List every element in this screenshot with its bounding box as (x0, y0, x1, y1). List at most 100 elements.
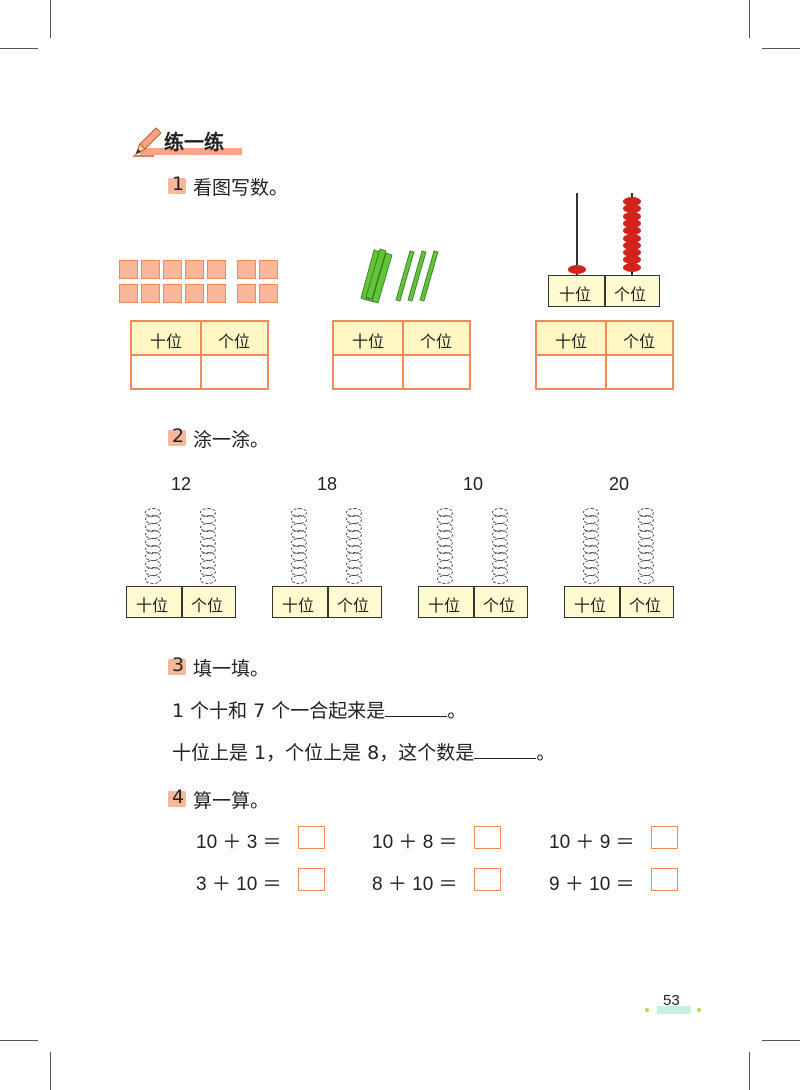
dotted-bead[interactable] (437, 574, 453, 584)
coloring-abacus[interactable]: 12 十位 个位 (126, 472, 236, 618)
answer-box[interactable] (474, 868, 501, 891)
bead (568, 265, 586, 274)
ones-answer-cell[interactable] (404, 356, 471, 388)
question-text: 填一填。 (193, 658, 270, 680)
crop-mark (762, 48, 800, 49)
fill-text-end: 。 (447, 700, 467, 722)
target-number: 20 (609, 474, 630, 494)
dotted-bead-column[interactable] (346, 508, 362, 588)
answer-box[interactable] (298, 868, 325, 891)
answer-blank[interactable] (385, 698, 448, 717)
ones-label: 个位 (483, 596, 516, 615)
ones-answer-cell[interactable] (202, 356, 269, 388)
equation: 9 ＋ 10 ＝ (549, 874, 635, 895)
ones-label: 个位 (629, 596, 662, 615)
place-value-table: 十位 个位 (332, 320, 471, 390)
answer-box[interactable] (651, 826, 678, 849)
question-number: 2 (167, 425, 187, 447)
ones-label: 个位 (218, 332, 251, 351)
tens-label: 十位 (136, 596, 169, 615)
crop-mark (0, 1040, 38, 1041)
dotted-bead-column[interactable] (437, 508, 453, 588)
bead (623, 211, 641, 221)
fill-text: 十位上是 1，个位上是 8，这个数是 (172, 742, 475, 764)
ones-label: 个位 (614, 285, 647, 304)
target-number: 18 (317, 474, 338, 494)
question-text: 涂一涂。 (193, 429, 270, 451)
answer-blank[interactable] (474, 740, 537, 759)
tens-label: 十位 (574, 596, 607, 615)
fill-text: 1 个十和 7 个一合起来是 (172, 700, 386, 722)
dotted-bead[interactable] (291, 574, 307, 584)
pencil-icon (133, 127, 162, 157)
ones-label: 个位 (420, 332, 453, 351)
fill-line-2: 十位上是 1，个位上是 8，这个数是 。 (172, 738, 555, 765)
question-text: 算一算。 (193, 790, 270, 812)
page-number: 53 (663, 992, 680, 1009)
equation: 10 ＋ 3 ＝ (196, 832, 282, 853)
dotted-bead[interactable] (492, 574, 508, 584)
crop-mark (50, 0, 51, 38)
dotted-bead[interactable] (200, 574, 216, 584)
equation: 10 ＋ 9 ＝ (549, 832, 635, 853)
coloring-abacus[interactable]: 20 十位 个位 (564, 472, 674, 618)
tens-answer-cell[interactable] (334, 356, 402, 388)
equation: 8 ＋ 10 ＝ (372, 874, 458, 895)
dotted-bead-column[interactable] (492, 508, 508, 588)
bead (623, 204, 641, 214)
ones-label: 个位 (623, 332, 656, 351)
answer-box[interactable] (651, 868, 678, 891)
tens-answer-cell[interactable] (132, 356, 200, 388)
dotted-bead-column[interactable] (200, 508, 216, 588)
bead (623, 233, 641, 243)
dotted-bead-column[interactable] (638, 508, 654, 588)
page-number-area: 53 (645, 992, 705, 1014)
fill-text-end: 。 (536, 742, 556, 764)
section-header: 练一练 (130, 124, 242, 158)
answer-box[interactable] (474, 826, 501, 849)
stick-bundle-icon (360, 248, 439, 304)
unit-squares (119, 260, 283, 306)
abacus-example: 十位 个位 (548, 193, 660, 308)
question-text: 看图写数。 (193, 177, 289, 199)
tens-answer-cell[interactable] (537, 356, 605, 388)
dotted-bead[interactable] (145, 574, 161, 584)
dotted-bead-column[interactable] (583, 508, 599, 588)
question-number: 4 (167, 786, 187, 808)
bead (623, 240, 641, 250)
bead (623, 248, 641, 258)
question-number: 3 (167, 654, 187, 676)
dotted-bead[interactable] (346, 574, 362, 584)
equation: 10 ＋ 8 ＝ (372, 832, 458, 853)
fill-line-1: 1 个十和 7 个一合起来是 。 (172, 696, 466, 723)
header-underline (140, 148, 242, 155)
crop-mark (762, 1040, 800, 1041)
ones-label: 个位 (337, 596, 370, 615)
dotted-bead[interactable] (583, 574, 599, 584)
crop-mark (749, 0, 750, 38)
ones-label: 个位 (191, 596, 224, 615)
equation: 3 ＋ 10 ＝ (196, 874, 282, 895)
answer-box[interactable] (298, 826, 325, 849)
ones-answer-cell[interactable] (607, 356, 674, 388)
crop-mark (50, 1052, 51, 1090)
crop-mark (749, 1052, 750, 1090)
tens-label: 十位 (352, 332, 385, 351)
tens-label: 十位 (559, 285, 592, 304)
coloring-abacus[interactable]: 10 十位 个位 (418, 472, 528, 618)
tens-label: 十位 (555, 332, 588, 351)
dotted-bead[interactable] (638, 574, 654, 584)
place-value-table: 十位 个位 (535, 320, 674, 390)
crop-mark (0, 48, 38, 49)
target-number: 10 (463, 474, 484, 494)
section-title: 练一练 (164, 130, 224, 154)
dotted-bead-column[interactable] (145, 508, 161, 588)
dotted-bead-column[interactable] (291, 508, 307, 588)
bead (623, 197, 641, 206)
bead (623, 218, 641, 228)
tens-label: 十位 (150, 332, 183, 351)
target-number: 12 (171, 474, 192, 494)
tens-label: 十位 (428, 596, 461, 615)
question-number: 1 (167, 173, 187, 195)
